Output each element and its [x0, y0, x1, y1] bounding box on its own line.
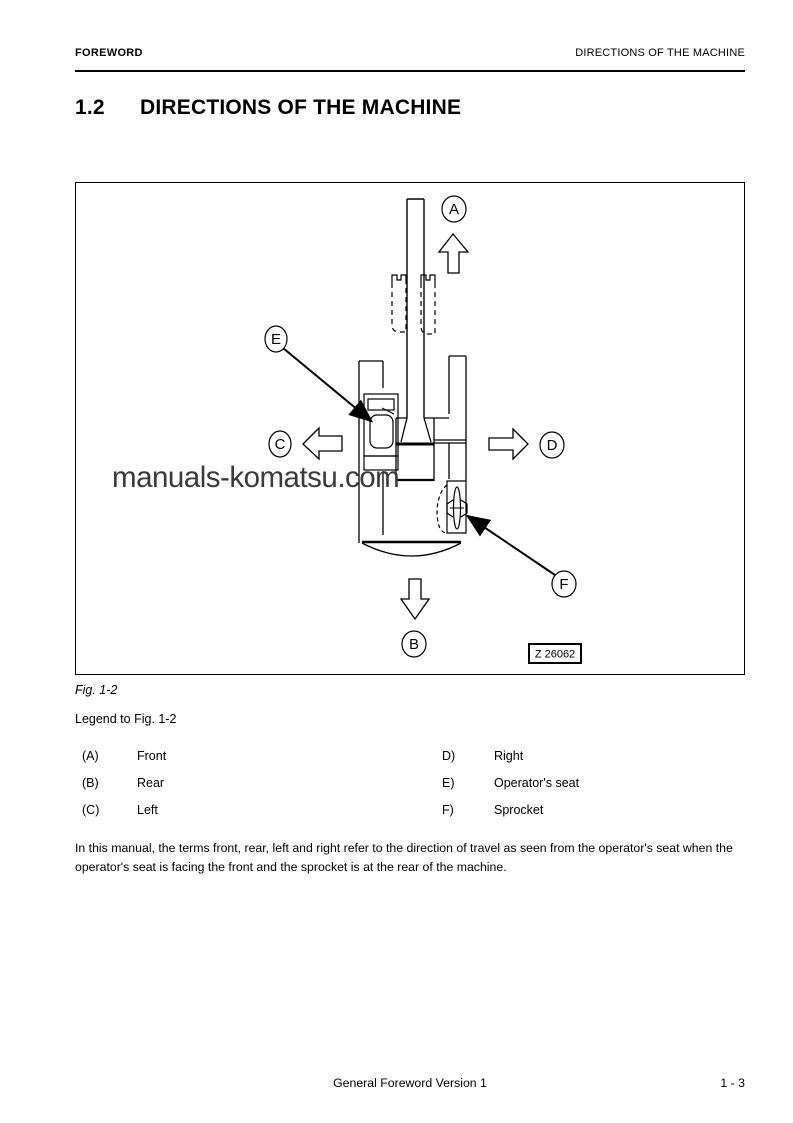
- figure-box: manuals-komatsu.com A B C D E: [75, 182, 745, 675]
- machine-body-outline: [358, 355, 467, 557]
- boom-outline: [406, 198, 425, 418]
- drawing-code-text: Z 26062: [535, 649, 575, 661]
- legend-label: Right: [494, 749, 524, 763]
- callout-e: E: [264, 325, 288, 353]
- sprocket-leader-line: [465, 514, 556, 576]
- figure-caption: Fig. 1-2: [75, 683, 118, 697]
- legend-label: Rear: [137, 776, 165, 790]
- header-section: FOREWORD: [75, 47, 143, 59]
- footer-page-number: 1 - 3: [720, 1076, 745, 1090]
- legend-key: D): [442, 749, 456, 763]
- page-title: 1.2 DIRECTIONS OF THE MACHINE: [75, 96, 461, 120]
- section-number: 1.2: [75, 96, 105, 119]
- legend-key: (C): [82, 803, 100, 817]
- legend-row-d: D) Right: [442, 749, 742, 776]
- right-direction-arrow: [488, 427, 529, 461]
- drawing-code-box: Z 26062: [528, 643, 582, 664]
- watermark-text: manuals-komatsu.com: [112, 461, 399, 494]
- legend-row-a: (A) Front: [82, 749, 382, 776]
- body-paragraph: In this manual, the terms front, rear, l…: [75, 841, 733, 874]
- legend-heading: Legend to Fig. 1-2: [75, 712, 177, 726]
- callout-b-letter: B: [409, 636, 419, 653]
- callout-f-letter: F: [559, 576, 568, 593]
- legend-row-e: E) Operator's seat: [442, 776, 742, 803]
- front-direction-arrow: [437, 232, 470, 274]
- operator-seat: [363, 393, 399, 471]
- callout-a-letter: A: [449, 201, 459, 218]
- legend-key: (A): [82, 749, 99, 763]
- header-rule: [75, 70, 745, 72]
- callout-e-letter: E: [271, 331, 281, 348]
- bucket-outline: [391, 274, 436, 335]
- callout-c: C: [268, 430, 292, 458]
- callout-c-letter: C: [275, 436, 286, 453]
- callout-d: D: [539, 431, 565, 459]
- legend-row-c: (C) Left: [82, 803, 382, 830]
- legend-key: (B): [82, 776, 99, 790]
- legend-row-f: F) Sprocket: [442, 803, 742, 830]
- machine-direction-diagram: manuals-komatsu.com A B C D E: [112, 195, 582, 664]
- legend-label: Operator's seat: [494, 776, 580, 790]
- callout-b: B: [401, 630, 427, 658]
- footer-document-version: General Foreword Version 1: [333, 1076, 487, 1090]
- legend-row-b: (B) Rear: [82, 776, 382, 803]
- section-title-text: DIRECTIONS OF THE MACHINE: [140, 96, 462, 119]
- callout-f: F: [551, 570, 577, 598]
- sprocket: [436, 479, 468, 534]
- callout-d-letter: D: [547, 437, 558, 454]
- callout-a: A: [441, 195, 467, 223]
- left-direction-arrow: [302, 426, 343, 461]
- legend-label: Left: [137, 803, 158, 817]
- legend-key: E): [442, 776, 455, 790]
- legend-label: Sprocket: [494, 803, 544, 817]
- header-chapter: DIRECTIONS OF THE MACHINE: [575, 47, 745, 59]
- legend-column-right: D) Right E) Operator's seat F) Sprocket: [442, 749, 742, 830]
- legend-column-left: (A) Front (B) Rear (C) Left: [82, 749, 382, 830]
- rear-direction-arrow: [399, 578, 431, 621]
- seat-leader-line: [282, 347, 374, 423]
- legend-key: F): [442, 803, 454, 817]
- legend-label: Front: [137, 749, 167, 763]
